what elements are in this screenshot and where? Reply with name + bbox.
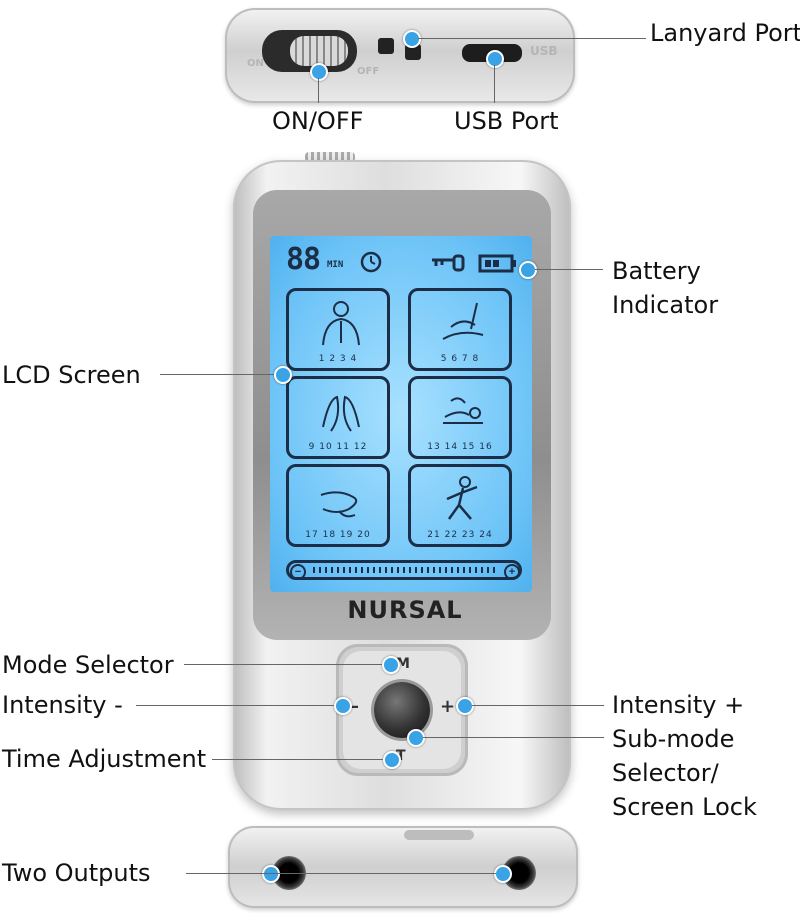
label-lcd-screen: LCD Screen <box>2 361 141 389</box>
lanyard-hole-left <box>378 38 394 54</box>
panel-numbers: 21 22 23 24 <box>427 530 493 540</box>
mode-panel-6: 21 22 23 24 <box>408 464 512 547</box>
clip-grip <box>305 152 355 162</box>
label-submode-3: Screen Lock <box>612 793 757 821</box>
label-time-adjustment: Time Adjustment <box>2 745 207 773</box>
lanyard-hole-right <box>405 44 421 60</box>
mode-panel-2: 5 6 7 8 <box>408 288 512 371</box>
panel-numbers: 9 10 11 12 <box>308 442 368 452</box>
callout-dot-minus <box>334 697 352 715</box>
lcd-screen: 88 MIN 1 2 3 4 5 6 7 8 9 10 11 12 13 14 … <box>270 236 532 592</box>
submode-lock-button[interactable] <box>374 682 430 738</box>
label-lanyard-port: Lanyard Port <box>650 19 800 47</box>
top-off-text: OFF <box>357 66 380 77</box>
panel-numbers: 1 2 3 4 <box>318 354 358 364</box>
shoulder-back-icon <box>322 301 360 346</box>
kneading-hands-icon <box>322 395 360 432</box>
brand-logo: NURSAL <box>347 596 463 624</box>
lcd-plus-icon: + <box>504 564 520 580</box>
intensity-plus-button[interactable]: + <box>440 696 456 717</box>
lcd-min: MIN <box>327 260 344 270</box>
bottom-seam <box>404 830 474 840</box>
label-submode-1: Sub-mode <box>612 725 735 753</box>
callout-dot-submode <box>407 729 425 747</box>
callout-dot-plus <box>456 697 474 715</box>
callout-dot-lcd <box>274 366 292 384</box>
mode-panel-5: 17 18 19 20 <box>286 464 390 547</box>
callout-dot-mode <box>382 656 400 674</box>
panel-numbers: 13 14 15 16 <box>427 442 493 452</box>
power-switch-knob[interactable] <box>290 36 348 66</box>
mode-panel-4: 13 14 15 16 <box>408 376 512 459</box>
clock-icon <box>360 251 382 273</box>
lcd-intensity-bar <box>286 560 522 580</box>
battery-icon <box>478 254 516 273</box>
panel-numbers: 5 6 7 8 <box>440 354 480 364</box>
intensity-minus-button[interactable]: – <box>350 696 359 717</box>
time-button[interactable]: T <box>396 748 406 764</box>
label-intensity-plus: Intensity + <box>612 691 745 719</box>
label-two-outputs: Two Outputs <box>2 859 151 887</box>
acupressure-hand-icon <box>442 302 484 340</box>
lcd-minus-icon: − <box>290 564 306 580</box>
callout-dot-output-b <box>494 865 512 883</box>
callout-dot-lanyard <box>403 30 421 48</box>
callout-dot-battery <box>519 261 537 279</box>
exercise-figure-icon <box>446 476 478 520</box>
label-battery-2: Indicator <box>612 291 719 319</box>
callout-dot-output-a <box>262 865 280 883</box>
top-on-text: ON <box>247 58 264 69</box>
callout-dot-onoff <box>310 63 328 81</box>
label-battery-1: Battery <box>612 257 701 285</box>
callout-dot-time <box>383 751 401 769</box>
label-mode-selector: Mode Selector <box>2 651 174 679</box>
label-usb-port: USB Port <box>454 107 559 135</box>
callout-dot-usb <box>486 50 504 68</box>
key-icon <box>432 254 465 272</box>
hand-massage-icon <box>320 491 358 518</box>
lying-body-icon <box>443 397 483 424</box>
panel-numbers: 17 18 19 20 <box>305 530 371 540</box>
label-intensity-minus: Intensity - <box>2 691 123 719</box>
top-usb-text: USB <box>530 44 558 58</box>
label-submode-2: Selector/ <box>612 759 719 787</box>
mode-panel-3: 9 10 11 12 <box>286 376 390 459</box>
lcd-timer: 88 <box>286 242 321 277</box>
mode-panel-1: 1 2 3 4 <box>286 288 390 371</box>
label-on-off: ON/OFF <box>272 107 364 135</box>
